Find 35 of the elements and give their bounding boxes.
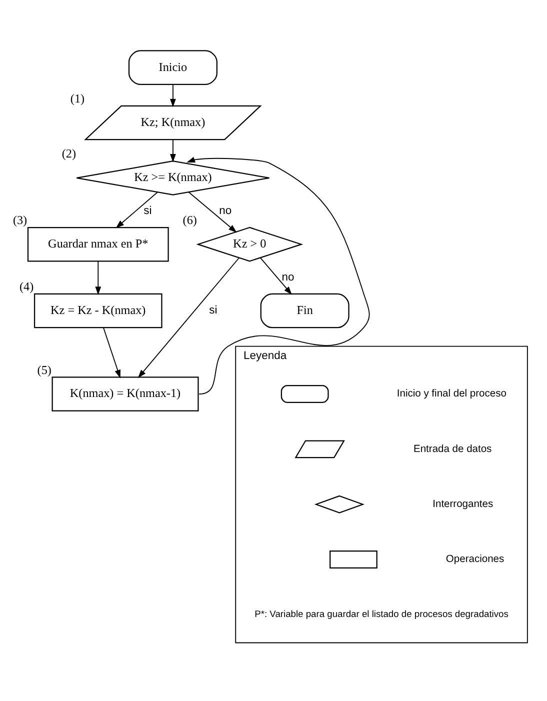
legend-label: Operaciones	[446, 554, 504, 566]
arrow	[170, 139, 176, 162]
node-label: (4)	[20, 280, 34, 294]
edge-label: si	[144, 205, 152, 218]
node-box: K(nmax) = K(nmax-1)	[52, 376, 199, 412]
edge-label: si	[209, 304, 218, 317]
node-label: (3)	[12, 213, 28, 228]
label: P*: Variable para guardar el listado de procesos degradativos	[254, 609, 508, 620]
node-box: Guardar nmax en P*	[27, 226, 169, 262]
node-box: Inicio	[128, 50, 218, 85]
arrow	[95, 260, 102, 296]
node-box	[330, 550, 378, 569]
node-parallelogram	[294, 440, 345, 458]
node-label: (5)	[37, 362, 52, 377]
node-label: (1)	[70, 92, 85, 106]
arrow	[103, 327, 120, 378]
edge-label: no	[282, 271, 294, 284]
node-diamond	[314, 495, 364, 514]
node-diamond: Kz > 0	[196, 226, 304, 262]
arrow	[260, 257, 292, 295]
legend-label: Inicio y final del proceso	[396, 388, 506, 400]
arrow	[170, 84, 176, 108]
edge-label: no	[219, 205, 232, 218]
arrow	[186, 156, 370, 394]
arrow	[188, 192, 237, 233]
node-box: Fin	[260, 293, 350, 328]
node-box	[280, 385, 329, 403]
node-label: (6)	[182, 213, 197, 228]
arrow	[116, 192, 158, 228]
arrow	[138, 257, 240, 378]
node-box: Kz = Kz - K(nmax)	[34, 293, 162, 328]
node-label: (2)	[62, 146, 76, 161]
node-diamond: Kz >= K(nmax)	[76, 160, 270, 196]
legend-label: Interrogantes	[432, 498, 494, 510]
legend-label: Entrada de datos	[414, 444, 492, 455]
